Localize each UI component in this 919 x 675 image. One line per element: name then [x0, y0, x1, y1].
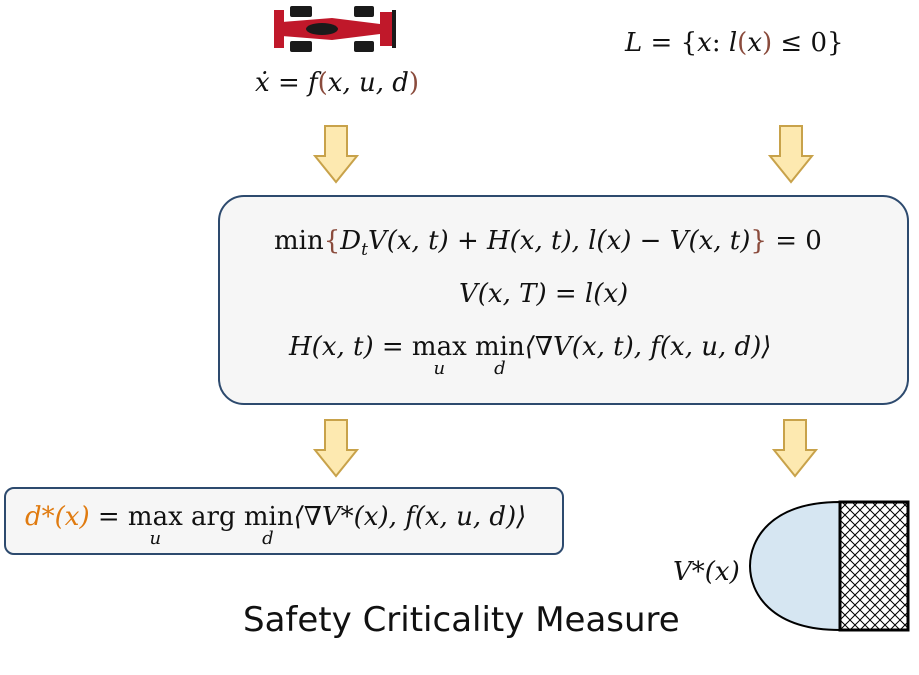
value-function-region [748, 500, 910, 632]
hjb-equation-box [218, 195, 909, 405]
target-set-equation: L = {x: l(x) ≤ 0} [625, 28, 844, 58]
arrow-down-icon [313, 125, 359, 184]
race-car-icon [274, 6, 396, 52]
hjb-line-2: V(x, T) = l(x) [459, 279, 629, 309]
arrow-down-icon [313, 419, 359, 478]
hjb-line-1: min{DtV(x, t) + H(x, t), l(x) − V(x, t)}… [274, 226, 822, 261]
dynamics-equation: ẋ = f(x, u, d) [255, 68, 420, 98]
arrow-down-icon [768, 125, 814, 184]
caption: Safety Criticality Measure [243, 600, 680, 640]
policy-equation-box [4, 487, 564, 555]
arrow-down-icon [772, 419, 818, 478]
value-function-label: V*(x) [673, 557, 740, 587]
